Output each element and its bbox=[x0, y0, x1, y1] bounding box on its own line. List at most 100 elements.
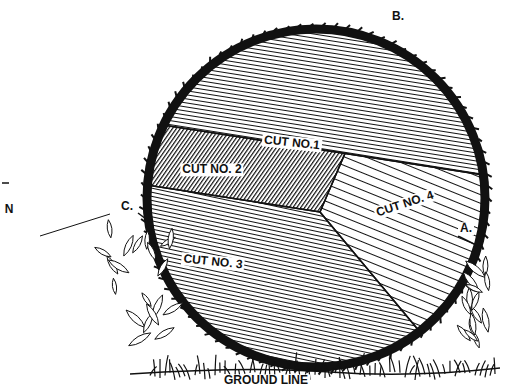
bark-mark bbox=[478, 139, 481, 141]
edge-dash bbox=[2, 182, 9, 184]
leaf bbox=[472, 292, 479, 310]
grass-blade bbox=[219, 362, 220, 372]
cut-label: CUT NO. 2 bbox=[180, 163, 243, 176]
grass-blade bbox=[379, 362, 385, 377]
bark-mark bbox=[488, 198, 492, 202]
bark-mark bbox=[241, 39, 242, 44]
bark-mark bbox=[236, 353, 241, 355]
bark-mark bbox=[274, 28, 277, 31]
bark-mark bbox=[355, 364, 357, 370]
leaf bbox=[108, 260, 129, 273]
grass-blade bbox=[419, 358, 425, 375]
bark-mark bbox=[461, 289, 463, 293]
bark-mark bbox=[219, 51, 221, 54]
bark-mark bbox=[378, 357, 380, 361]
grass-blade bbox=[214, 355, 216, 376]
bark-mark bbox=[482, 245, 484, 249]
leader-line bbox=[40, 214, 110, 236]
bark-mark bbox=[141, 182, 144, 186]
leaf bbox=[112, 278, 116, 294]
grass-blade bbox=[324, 364, 330, 377]
bark-mark bbox=[455, 96, 461, 98]
bark-mark bbox=[158, 278, 163, 279]
grass-blade bbox=[314, 359, 316, 375]
leaf bbox=[129, 333, 151, 346]
grass-blade bbox=[238, 360, 245, 373]
leaf bbox=[107, 220, 112, 238]
grass-blade bbox=[389, 355, 395, 372]
grass-blade bbox=[183, 364, 190, 379]
bark-mark bbox=[175, 91, 176, 96]
bark-mark bbox=[144, 158, 148, 162]
grass-blade bbox=[353, 365, 355, 374]
bark-mark bbox=[164, 113, 165, 118]
bark-mark bbox=[488, 186, 492, 189]
bark-mark bbox=[410, 340, 413, 345]
bark-mark bbox=[380, 37, 385, 39]
bark-mark bbox=[148, 146, 150, 150]
bark-mark bbox=[473, 128, 479, 129]
grass-blade bbox=[339, 365, 345, 379]
bark-mark bbox=[400, 347, 402, 351]
bark-mark bbox=[141, 170, 146, 174]
leaf bbox=[126, 310, 145, 327]
grass-blade bbox=[359, 361, 365, 377]
log-cuts bbox=[100, 0, 513, 392]
bark-mark bbox=[448, 86, 453, 89]
bark-mark bbox=[171, 298, 177, 300]
bark-mark bbox=[215, 340, 220, 341]
leader-line bbox=[458, 236, 478, 246]
bark-mark bbox=[485, 162, 490, 165]
grass-blade bbox=[454, 360, 460, 373]
grass-blade bbox=[475, 363, 479, 375]
bark-mark bbox=[358, 27, 363, 31]
grass-blade bbox=[287, 361, 290, 374]
leaf bbox=[462, 296, 471, 315]
grass-blade bbox=[250, 355, 255, 373]
bark-mark bbox=[139, 207, 145, 210]
bark-mark bbox=[421, 62, 427, 64]
bark-rim bbox=[147, 29, 485, 367]
leaf bbox=[124, 235, 133, 256]
bark-mark bbox=[200, 66, 203, 70]
grass-blade bbox=[176, 367, 180, 377]
bark-mark bbox=[454, 299, 457, 304]
leaf bbox=[158, 259, 168, 276]
bark-mark bbox=[421, 334, 423, 337]
bark-mark bbox=[192, 75, 194, 79]
grass-blade bbox=[430, 363, 435, 379]
leaf bbox=[148, 242, 156, 260]
bark-mark bbox=[346, 25, 350, 29]
bark-mark bbox=[369, 32, 373, 34]
bark-mark bbox=[141, 219, 145, 222]
grass-blade bbox=[433, 360, 440, 378]
bark-mark bbox=[151, 134, 155, 139]
bark-mark bbox=[487, 210, 490, 214]
ground-label: GROUND LINE bbox=[222, 374, 310, 387]
bark-mark bbox=[469, 117, 473, 119]
bark-mark bbox=[391, 41, 397, 44]
leaf bbox=[95, 247, 111, 257]
bark-mark bbox=[164, 288, 169, 291]
bark-mark bbox=[440, 77, 446, 80]
grass bbox=[95, 220, 500, 380]
point-label: A. bbox=[458, 222, 474, 235]
bark-mark bbox=[431, 69, 436, 71]
point-label: C. bbox=[119, 200, 135, 213]
bark-mark bbox=[154, 266, 159, 268]
bark-mark bbox=[430, 325, 432, 330]
leaf bbox=[168, 228, 173, 249]
ground-line bbox=[130, 368, 500, 374]
bark-mark bbox=[263, 31, 265, 35]
bark-mark bbox=[481, 151, 486, 153]
bark-mark bbox=[486, 174, 491, 177]
bark-mark bbox=[486, 222, 489, 226]
bark-mark bbox=[462, 107, 467, 108]
bark-mark bbox=[169, 102, 170, 107]
bark-mark bbox=[230, 45, 232, 49]
bark-mark bbox=[334, 23, 338, 28]
grass-blade bbox=[275, 362, 280, 373]
bark-mark bbox=[188, 316, 193, 318]
grass-blade bbox=[153, 359, 155, 376]
bark-mark bbox=[412, 54, 417, 57]
